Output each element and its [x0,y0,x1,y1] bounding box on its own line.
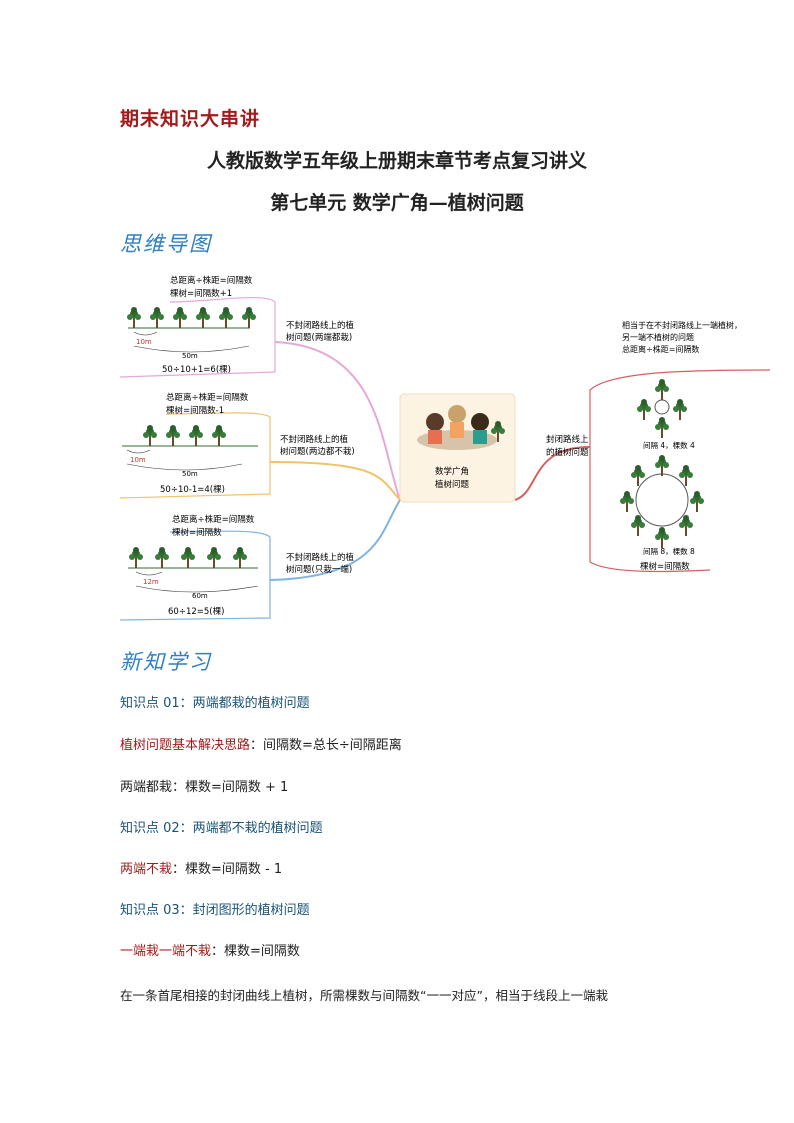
one-end: 一端栽一端不栽：棵数=间隔数 [120,940,300,959]
neither-end-label: 两端不栽 [120,862,173,877]
b3-formula1: 总距离÷株距=间隔数 [172,514,255,525]
b2-total: 50m [182,470,198,478]
header-tag: 期末知识大串讲 [120,108,261,130]
b2-seg: 10m [130,456,146,464]
b1-total: 50m [182,352,198,360]
b1-formula2: 棵树=间隔数+1 [170,288,232,299]
center-line2: 植树问题 [435,479,470,490]
b2-label1: 不封闭路线上的植 [280,434,349,445]
b4-big: 间隔 8，棵数 8 [643,546,695,556]
branch4-curve [514,446,591,501]
b2-formula2: 棵树=间隔数-1 [166,405,224,416]
b3-seg: 12m [143,578,159,586]
branch2-curve [269,461,401,501]
b4-final: 棵树=间隔数 [640,561,690,572]
b4-label2: 的植树问题 [546,447,589,458]
b4-note2: 另一端不植树的问题 [622,332,694,342]
neither-end: 两端不栽：棵数=间隔数 - 1 [120,858,282,877]
b3-label1: 不封闭路线上的植 [286,552,355,563]
kp-03: 知识点 03：封闭图形的植树问题 [120,903,310,918]
b3-label2: 树问题(只栽一端) [286,564,352,575]
basic-idea-rest: ：间隔数=总长÷间隔距离 [250,738,402,753]
b4-small: 间隔 4，棵数 4 [643,440,695,450]
both-ends: 两端都栽：棵数=间隔数 + 1 [120,780,289,795]
b3-calc: 60÷12=5(棵) [168,606,224,617]
b2-formula1: 总距离÷株距=间隔数 [166,392,249,403]
one-end-rest: ：棵数=间隔数 [211,944,300,959]
b4-note1: 相当于在不封闭路线上一端植树， [622,320,742,330]
b3-formula2: 棵树=间隔数 [172,527,222,538]
unit-subtitle: 第七单元 数学广角—植树问题 [270,192,524,214]
page-title: 人教版数学五年级上册期末章节考点复习讲义 [206,150,587,172]
b1-label2: 树问题(两端都栽) [286,332,352,343]
closed-curve-note: 在一条首尾相接的封闭曲线上植树，所需棵数与间隔数“一一对应”，相当于线段上一端栽 [120,988,608,1003]
b3-total: 60m [192,592,208,600]
basic-idea: 植树问题基本解决思路：间隔数=总长÷间隔距离 [120,734,402,753]
center-line1: 数学广角 [435,466,469,477]
one-end-label: 一端栽一端不栽 [120,944,212,959]
b1-label1: 不封闭路线上的植 [286,320,355,331]
branch1-curve [274,341,401,501]
neither-end-rest: ：棵数=间隔数 - 1 [172,862,283,877]
section-mindmap-heading: 思维导图 [120,232,212,256]
basic-idea-label: 植树问题基本解决思路 [120,738,251,753]
b1-seg: 10m [136,338,152,346]
kp-01: 知识点 01：两端都栽的植树问题 [120,696,310,711]
b2-calc: 50÷10-1=4(棵) [160,484,225,495]
b4-note3: 总距离÷株距=间隔数 [622,344,699,354]
b1-calc: 50÷10+1=6(棵) [162,364,231,375]
section-newknowledge-heading: 新知学习 [120,650,212,674]
b4-label1: 封闭路线上 [546,434,589,445]
b1-formula1: 总距离÷株距=间隔数 [170,275,253,286]
kp-02: 知识点 02：两端都不栽的植树问题 [120,821,323,836]
mindmap: 总距离÷株距=间隔数 棵树=间隔数+1 不封闭路线上的植 树问题(两端都栽) 1… [119,275,771,621]
b2-label2: 树问题(两边都不栽) [280,446,355,457]
branch3-curve [269,499,401,581]
